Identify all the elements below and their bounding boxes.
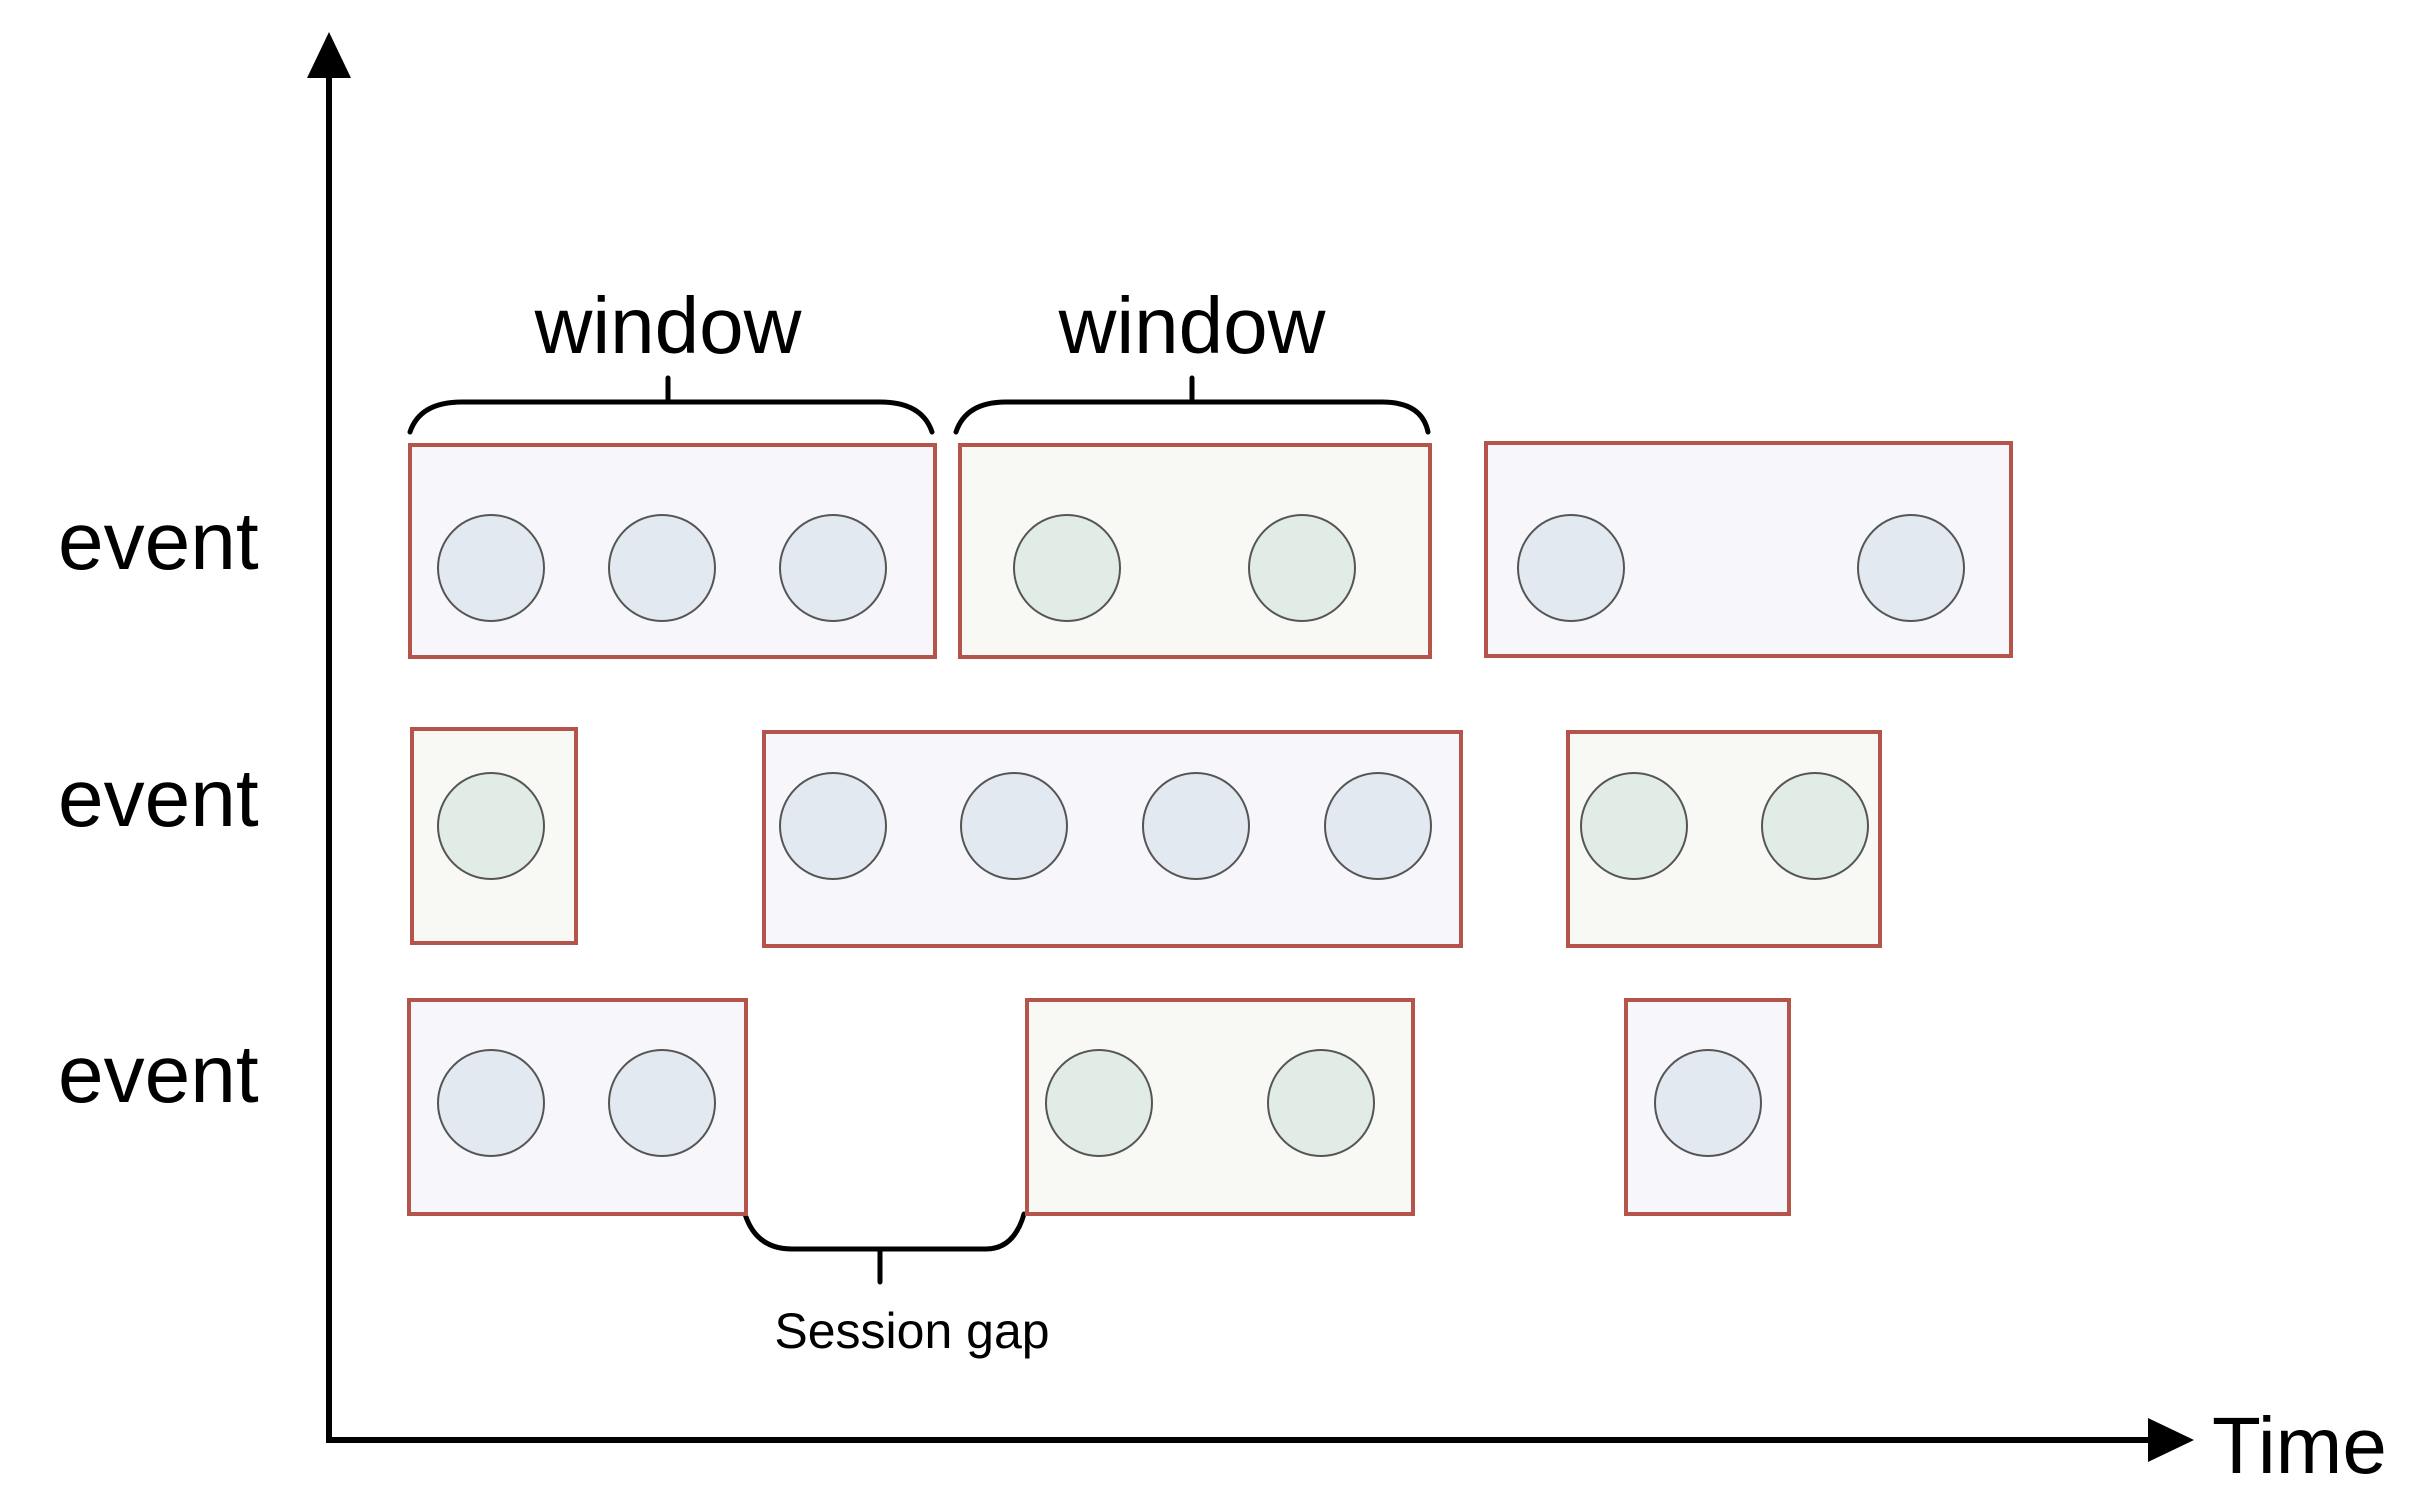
x-axis-label: Time [2212, 1401, 2387, 1490]
event-circle [437, 514, 545, 622]
event-circle [960, 772, 1068, 880]
windows-layer [407, 441, 2013, 1216]
y-axis-arrowhead [307, 32, 351, 78]
x-axis-arrowhead [2148, 1418, 2194, 1462]
event-circle [608, 1049, 716, 1157]
window-label: window [534, 281, 802, 370]
window-label: window [1058, 281, 1326, 370]
event-circle [1580, 772, 1688, 880]
window-brace [407, 375, 935, 435]
session-gap-label: Session gap [774, 1303, 1050, 1359]
row-label: event [58, 496, 259, 587]
event-circle [437, 1049, 545, 1157]
window-brace [953, 375, 1431, 435]
event-circle [1267, 1049, 1375, 1157]
event-circle [1857, 514, 1965, 622]
row-label: event [58, 1029, 259, 1120]
event-circle [608, 514, 716, 622]
event-circle [437, 772, 545, 880]
event-circle [1517, 514, 1625, 622]
event-circle [1013, 514, 1121, 622]
row-label: event [58, 753, 259, 844]
event-circle [1654, 1049, 1762, 1157]
event-circle [1324, 772, 1432, 880]
event-circle [1248, 514, 1356, 622]
event-circle [1142, 772, 1250, 880]
event-circle [1761, 772, 1869, 880]
session-gap-brace [742, 1211, 1027, 1285]
event-circle [1045, 1049, 1153, 1157]
event-circle [779, 772, 887, 880]
event-circle [779, 514, 887, 622]
